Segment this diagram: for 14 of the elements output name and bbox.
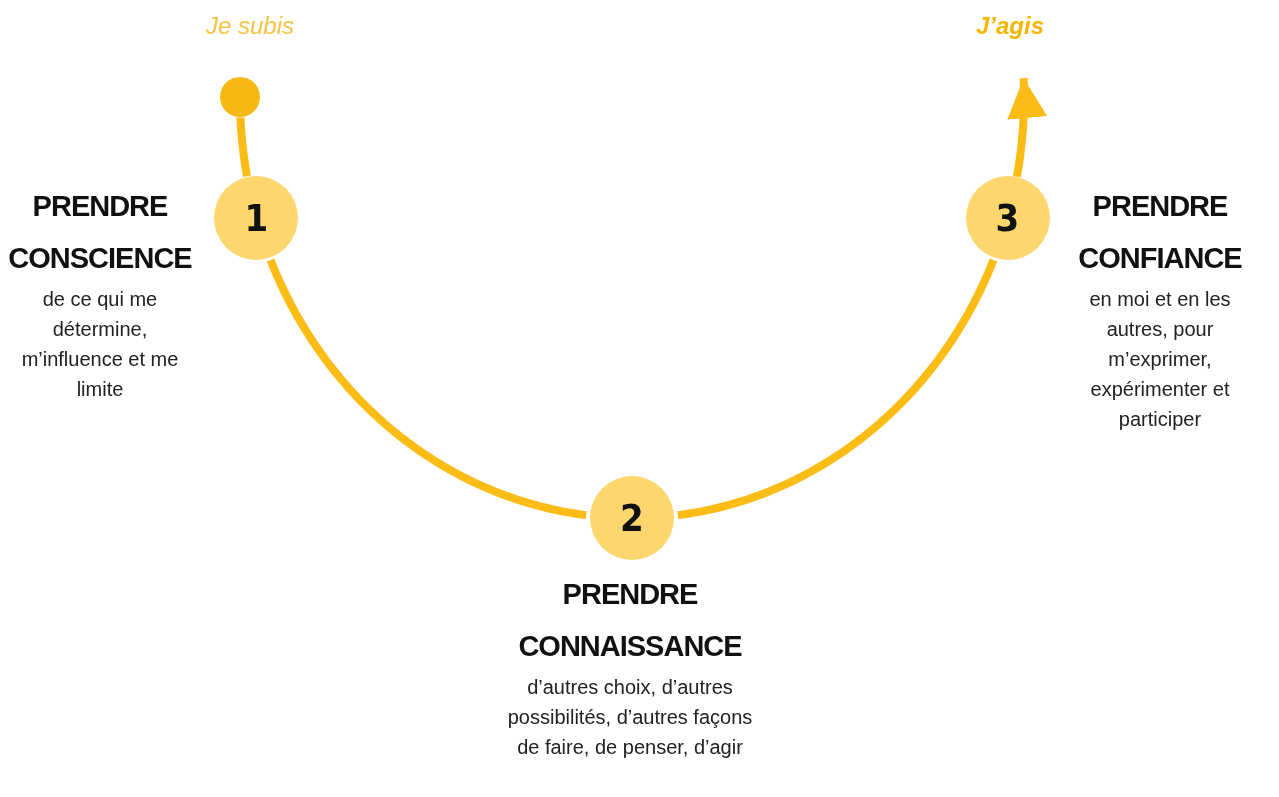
step-number: 2: [620, 496, 644, 540]
step-heading: PRENDRE CONNAISSANCE: [517, 577, 743, 664]
connector-line: [236, 114, 251, 180]
step-description: en moi et en les autres, pour m’exprimer, expérimenter et participer: [1088, 287, 1232, 432]
step-heading: PRENDRE CONSCIENCE: [8, 189, 192, 276]
start-dot: [220, 77, 260, 117]
arrow: [1007, 75, 1048, 180]
step-number: 1: [244, 195, 269, 240]
end-caption: J’agis: [976, 12, 1044, 40]
step-description: de ce qui me détermine, m’influence et me limite: [20, 287, 180, 402]
step-number: 3: [995, 195, 1020, 240]
step-caption: Je subis: [205, 12, 294, 40]
step-heading: PRENDRE CONFIANCE: [1077, 189, 1243, 276]
step-description: d’autres choix, d’autres possibilités, d’autres façons de faire, de penser, d’agir: [507, 675, 753, 760]
